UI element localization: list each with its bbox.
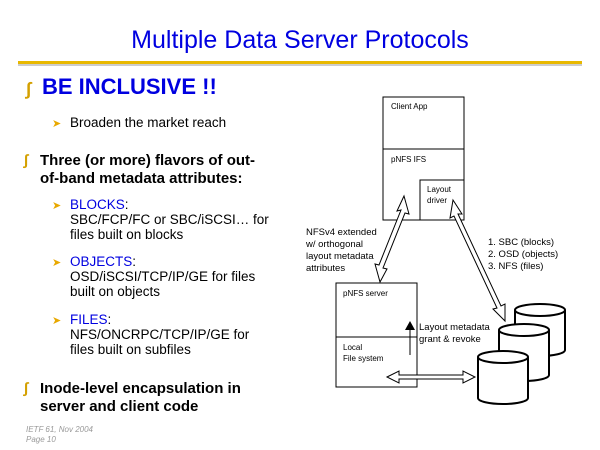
squiggle-bullet-icon: ∫ [24,152,29,169]
objects-label: OBJECTS [70,254,133,269]
storage-cylinder-icon [477,350,529,405]
nfsv4-note: w/ orthogonal [305,239,363,250]
objects-desc-1: OSD/iSCSI/TCP/IP/GE for files [70,269,256,284]
blocks-label: BLOCKS [70,197,125,212]
footer: IETF 61, Nov 2004 Page 10 [26,425,93,445]
protocol-item: 2. OSD (objects) [488,249,558,260]
arrow-bullet-icon: ➤ [52,257,62,269]
footer-page: Page 10 [26,435,56,444]
bullet-text: Broaden the market reach [70,115,227,130]
protocol-item: 3. NFS (files) [488,261,543,272]
footer-event: IETF 61, Nov 2004 [26,425,93,434]
local-fs-label: Local [343,343,362,352]
local-fs-label: File system [343,354,384,363]
squiggle-bullet-icon: ∫ [24,380,29,397]
slide-title: Multiple Data Server Protocols [131,26,469,54]
nfsv4-note: layout metadata [306,251,374,262]
protocol-item: 1. SBC (blocks) [488,237,554,248]
storage-cylinders [477,303,566,405]
pnfs-server-label: pNFS server [343,289,388,298]
separator: : [132,254,137,269]
title-rule [18,61,582,66]
arrow-bullet-icon: ➤ [52,315,62,327]
grant-note: Layout metadata [419,322,490,333]
nfsv4-note: NFSv4 extended [306,227,377,238]
bullet-text-line2: of-band metadata attributes: [40,170,243,187]
squiggle-bullet-icon: ∫ [26,79,31,99]
nfsv4-double-arrow [374,194,410,284]
separator: : [124,197,129,212]
files-label: FILES [70,312,108,327]
layout-driver-label: driver [427,196,447,205]
pnfs-ifs-label: pNFS IFS [391,155,426,164]
separator: : [107,312,112,327]
layout-driver-label: Layout [427,185,452,194]
objects-desc-2: built on objects [70,284,161,299]
bullet-text: BE INCLUSIVE !! [42,74,217,99]
data-path-double-arrow [449,198,506,323]
pnfs-server-box [335,282,418,388]
client-app-label: Client App [391,102,428,111]
data-server-double-arrow [385,370,477,384]
arrow-bullet-icon: ➤ [52,200,62,212]
blocks-desc-1: SBC/FCP/FC or SBC/iSCSI… for [70,212,269,227]
files-desc-1: NFS/ONCRPC/TCP/IP/GE for [70,327,250,342]
bullet-text-line1: Three (or more) flavors of out- [40,152,256,169]
grant-note: grant & revoke [419,334,481,345]
files-desc-2: files built on subfiles [70,342,191,357]
arrow-bullet-icon: ➤ [52,118,62,130]
bullet-text-line2: server and client code [40,398,199,415]
bullet-text-line1: Inode-level encapsulation in [40,380,241,397]
blocks-desc-2: files built on blocks [70,227,184,242]
nfsv4-note: attributes [306,263,345,274]
